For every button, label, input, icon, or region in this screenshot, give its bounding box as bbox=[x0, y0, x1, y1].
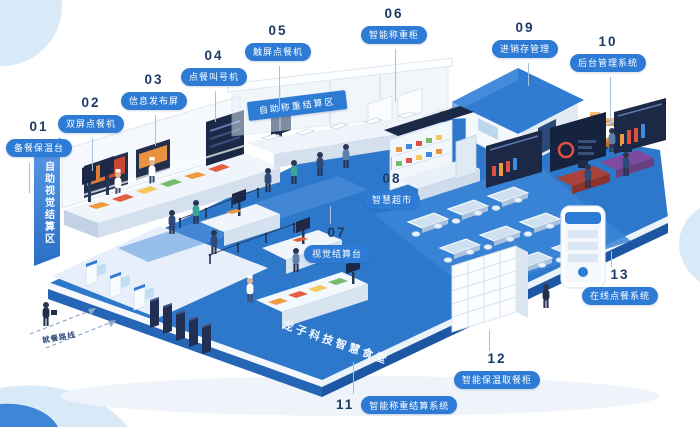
ordering-kiosks bbox=[82, 156, 114, 202]
callout-leader-11 bbox=[353, 362, 354, 394]
route-dashes bbox=[29, 308, 116, 349]
callout-leader-03 bbox=[155, 115, 156, 146]
callout-leader-02 bbox=[92, 138, 93, 171]
callout-leader-12 bbox=[489, 330, 490, 351]
callout-leader-04 bbox=[215, 91, 216, 122]
people-figures bbox=[42, 128, 630, 326]
callout-08: 08 智慧超市 bbox=[364, 171, 421, 209]
callout-01-number: 01 bbox=[29, 119, 49, 134]
callout-03: 03 信息发布屏 bbox=[121, 72, 188, 110]
callout-leader-10 bbox=[610, 77, 611, 126]
callout-10-label: 后台管理系统 bbox=[570, 53, 647, 72]
callout-03-number: 03 bbox=[144, 72, 164, 87]
callout-09-number: 09 bbox=[515, 20, 535, 35]
smart-market bbox=[384, 106, 480, 201]
prep-counter bbox=[64, 143, 280, 238]
callout-09-label: 进销存管理 bbox=[492, 39, 559, 58]
briefcase-icon bbox=[51, 310, 57, 315]
callout-09: 09 进销存管理 bbox=[492, 20, 559, 58]
callout-12: 12 智能保温取餐柜 bbox=[454, 351, 541, 389]
callout-13-label: 在线点餐系统 bbox=[582, 286, 659, 305]
callout-11: 11 智能称重结算系统 bbox=[336, 396, 458, 414]
callout-07-number: 07 bbox=[327, 225, 347, 240]
callout-11-label: 智能称重结算系统 bbox=[361, 396, 458, 414]
callout-leader-08 bbox=[391, 157, 392, 170]
phone-mockup bbox=[560, 205, 606, 289]
callout-06-label: 智能称重柜 bbox=[361, 25, 428, 44]
callout-08-label: 智慧超市 bbox=[364, 190, 421, 209]
entry-gates bbox=[85, 259, 154, 311]
pickup-lockers bbox=[451, 245, 528, 333]
callout-06-number: 06 bbox=[384, 6, 404, 21]
callout-leader-13 bbox=[611, 251, 612, 267]
dashboard-screens bbox=[486, 98, 666, 194]
callout-04-number: 04 bbox=[204, 48, 224, 63]
front-checkout-counter bbox=[256, 259, 368, 328]
callout-13: 13 在线点餐系统 bbox=[582, 267, 659, 305]
callout-08-number: 08 bbox=[382, 171, 402, 186]
callout-04: 04 点餐叫号机 bbox=[181, 48, 248, 86]
callout-12-label: 智能保温取餐柜 bbox=[454, 370, 541, 389]
callout-10-number: 10 bbox=[598, 34, 618, 49]
callout-02-label: 双屏点餐机 bbox=[58, 114, 125, 133]
callout-12-number: 12 bbox=[487, 351, 507, 366]
callout-02-number: 02 bbox=[81, 95, 101, 110]
callout-11-number: 11 bbox=[336, 396, 355, 412]
callout-04-label: 点餐叫号机 bbox=[181, 67, 248, 86]
callout-leader-09 bbox=[528, 63, 529, 86]
callout-leader-07 bbox=[330, 206, 331, 224]
callout-leader-01 bbox=[29, 163, 30, 193]
callout-01: 01 备餐保温台 bbox=[6, 119, 73, 157]
callout-05-number: 05 bbox=[268, 23, 288, 38]
callout-06: 06 智能称重柜 bbox=[361, 6, 428, 44]
callout-02: 02 双屏点餐机 bbox=[58, 95, 125, 133]
gate-racks bbox=[150, 297, 211, 354]
callout-07: 07 视觉结算台 bbox=[304, 225, 371, 263]
callout-01-label: 备餐保温台 bbox=[6, 138, 73, 157]
callout-leader-05 bbox=[279, 66, 280, 111]
callout-10: 10 后台管理系统 bbox=[570, 34, 647, 72]
callout-07-label: 视觉结算台 bbox=[304, 244, 371, 263]
callout-leader-06 bbox=[395, 49, 396, 102]
left-zone-banner-text: 自助视觉结算区 bbox=[42, 161, 54, 245]
callout-05-label: 触屏点餐机 bbox=[245, 42, 312, 61]
callout-13-number: 13 bbox=[610, 267, 630, 282]
callout-05: 05 触屏点餐机 bbox=[245, 23, 312, 61]
callout-03-label: 信息发布屏 bbox=[121, 91, 188, 110]
